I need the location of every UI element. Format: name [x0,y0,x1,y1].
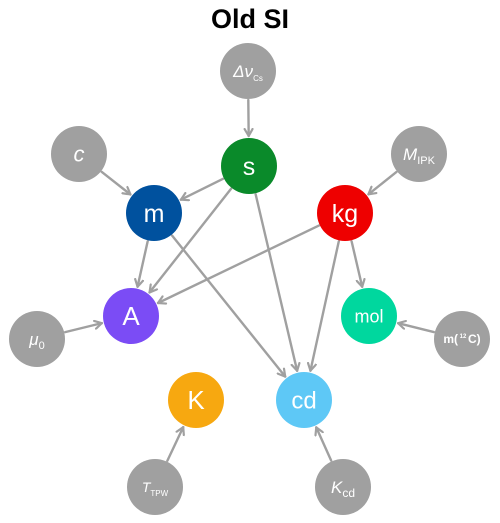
arrow-m-to-cd [170,234,287,378]
constant-label: c [74,142,85,167]
edges-layer [63,98,436,462]
unit-circle [221,138,277,194]
unit-label: mol [354,306,383,326]
arrow-s-to-A [148,187,233,294]
arrow-c-to-m [100,170,132,196]
constant-circle [9,311,65,367]
arrow-kg-to-mol [350,240,363,288]
unit-circle [276,372,332,428]
constant-label: MIPK [403,145,436,167]
unit-label: K [187,385,205,415]
unit-circle [168,372,224,428]
arrow-m12C-to-mol [396,323,436,334]
constant-circle [315,459,371,515]
arrow-MIPK-to-kg [367,170,398,196]
arrow-s-to-m [179,177,225,200]
unit-node-mol: mol [341,288,397,344]
constant-circle [434,311,490,367]
unit-label: cd [291,387,316,414]
arrow-kg-to-cd [310,240,340,372]
arrow-TTPW-to-K [166,425,183,462]
constant-node-mu0: μ0 [9,311,65,367]
constant-node-m12C: m( 12 C) [434,311,490,367]
unit-circle [341,288,397,344]
constant-label: Kcd [331,478,355,500]
arrow-s-to-cd [254,193,298,372]
constant-node-dnu: ΔνCs [220,43,276,99]
constant-node-c: c [51,126,107,182]
constant-circle [391,126,447,182]
unit-label: m [144,200,165,228]
unit-node-kg: kg [317,185,373,241]
unit-node-s: s [221,138,277,194]
unit-circle [126,185,182,241]
unit-circle [103,288,159,344]
unit-node-m: m [126,185,182,241]
unit-label: kg [332,200,358,228]
arrow-Kcd-to-cd [316,426,333,462]
arrow-kg-to-A [156,224,321,303]
constant-label: ΔνCs [232,62,263,83]
constant-node-MIPK: MIPK [391,126,447,182]
constant-node-TTPW: TTPW [127,459,183,515]
diagram-title: Old SI [210,4,289,34]
constant-label: TTPW [142,479,169,498]
unit-node-A: A [103,288,159,344]
constant-circle [127,459,183,515]
constant-label: m( 12 C) [443,332,480,346]
unit-node-cd: cd [276,372,332,428]
constant-circle [220,43,276,99]
arrow-mu0-to-A [63,323,104,334]
arrow-m-to-A [138,240,149,288]
unit-label: A [122,301,140,331]
unit-circle [317,185,373,241]
unit-node-K: K [168,372,224,428]
constant-circle [51,126,107,182]
constant-node-Kcd: Kcd [315,459,371,515]
constant-label: μ0 [28,330,44,352]
unit-label: s [243,153,256,181]
